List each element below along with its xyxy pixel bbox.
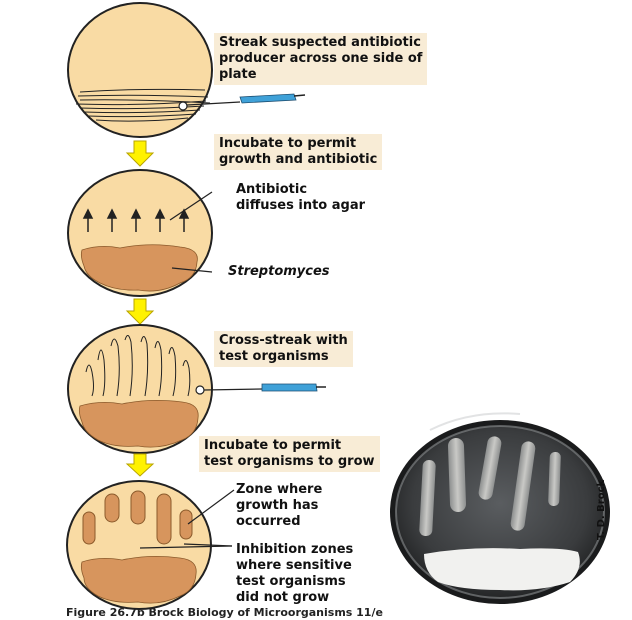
- antibiotic-diffuses-label: Antibiotic diffuses into agar: [236, 182, 366, 213]
- plate-2: [67, 169, 213, 297]
- streptomyces-colony-2: [80, 244, 198, 292]
- plate-4: [66, 480, 235, 610]
- diffusion-arrows: [82, 208, 190, 232]
- inhibition-pointer-2: [183, 543, 233, 547]
- step-2-label: Incubate to permit growth and antibiotic: [214, 134, 383, 170]
- step-3-label: Cross-streak with test organisms: [214, 331, 353, 367]
- plate-3: [67, 324, 326, 454]
- down-arrow-2: [125, 298, 155, 325]
- photo-streptomyces-streak: [424, 548, 580, 591]
- streptomyces-pointer: [171, 267, 213, 273]
- plate-photograph: [390, 412, 610, 604]
- step-1-label: Streak suspected antibiotic producer acr…: [214, 33, 428, 85]
- zone-growth-label: Zone where growth has occurred: [236, 482, 323, 529]
- step-4-label: Incubate to permit test organisms to gro…: [199, 436, 380, 472]
- photo-credit: T. D. Brock: [596, 479, 607, 540]
- inoculating-needle-1: [239, 93, 306, 104]
- plate-1: [67, 2, 306, 138]
- down-arrow-3: [125, 453, 155, 477]
- streptomyces-colony-4: [80, 556, 197, 604]
- diffuses-pointer: [169, 191, 213, 221]
- producer-streak: [75, 88, 211, 122]
- grown-test-organisms: [82, 490, 193, 545]
- inhibition-zones-label: Inhibition zones where sensitive test or…: [236, 542, 354, 605]
- zone-growth-pointer: [187, 489, 235, 525]
- streptomyces-colony-3: [78, 400, 199, 448]
- figure-caption: Figure 26.7b Brock Biology of Microorgan…: [66, 606, 383, 619]
- test-organism-streaks: [85, 335, 191, 397]
- streptomyces-label: Streptomyces: [228, 264, 330, 279]
- inoculating-needle-3: [261, 383, 326, 392]
- inhibition-pointer-1: [139, 545, 233, 549]
- photo-test-streaks: [419, 436, 561, 537]
- down-arrow-1: [125, 140, 155, 167]
